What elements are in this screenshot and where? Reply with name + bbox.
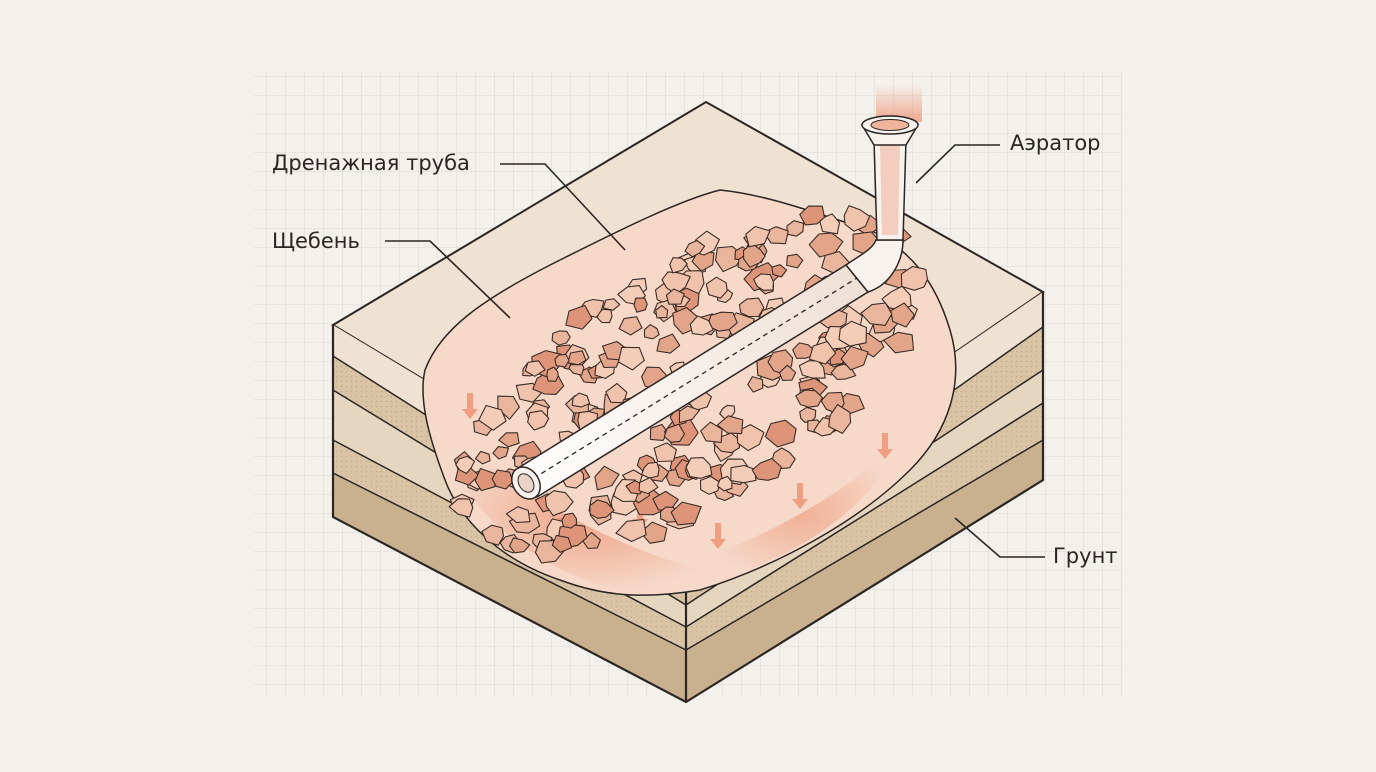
gravel-stone xyxy=(678,405,701,424)
gravel-stone xyxy=(883,331,915,354)
gravel-stone xyxy=(617,346,645,371)
gravel-stone xyxy=(719,404,736,420)
gravel-stone xyxy=(795,389,824,408)
gravel-stone xyxy=(730,464,757,484)
label-soil: Грунт xyxy=(1053,544,1118,568)
gravel-stone xyxy=(670,501,702,526)
gravel-stone xyxy=(544,490,574,517)
gravel-stone xyxy=(843,205,871,232)
gravel-stone xyxy=(665,288,685,305)
gravel-stone xyxy=(764,419,797,448)
gravel-stone xyxy=(716,475,733,492)
gravel-stone xyxy=(491,469,514,490)
gravel-stone xyxy=(808,232,844,258)
label-drain-pipe: Дренажная труба xyxy=(272,151,470,175)
gravel-stone xyxy=(669,257,688,274)
gravel-stone xyxy=(840,345,869,371)
gravel-stone xyxy=(653,442,677,463)
gravel-stone xyxy=(641,461,660,479)
gravel-stone xyxy=(474,467,497,492)
gravel-stone xyxy=(691,249,715,272)
gravel-stone xyxy=(890,302,915,328)
gravel-stone xyxy=(615,518,647,543)
gravel-stone xyxy=(498,432,520,448)
gravel-stone xyxy=(656,333,681,354)
gravel-stone xyxy=(455,455,476,475)
gravel-stone xyxy=(448,498,474,518)
gravel-stone xyxy=(633,297,648,313)
gravel-stone xyxy=(700,421,723,443)
gravel-stone xyxy=(551,330,571,346)
gravel-stone xyxy=(638,476,659,495)
label-gravel: Щебень xyxy=(272,229,360,253)
gravel-stone xyxy=(838,320,868,347)
drain-pipe xyxy=(511,239,904,500)
gravel-stone xyxy=(655,305,669,319)
gravel-stone xyxy=(753,273,774,291)
gravel-stone xyxy=(828,404,852,434)
gravel-stone xyxy=(649,423,669,441)
gravel-stone xyxy=(689,315,714,336)
gravel-stone xyxy=(565,304,593,330)
gravel-stone xyxy=(808,340,837,365)
gravel-stone xyxy=(567,350,587,366)
gravel-stone xyxy=(546,366,559,382)
gravel-stone xyxy=(527,410,550,431)
down-arrow-icon xyxy=(792,483,808,509)
aerator xyxy=(860,84,922,241)
down-arrow-icon xyxy=(462,393,478,419)
gravel-stone xyxy=(860,302,893,326)
gravel-stone xyxy=(582,532,601,550)
leader-lines xyxy=(385,144,1045,558)
leader-aerator xyxy=(915,144,1000,184)
gravel-stone xyxy=(818,213,841,235)
gravel-stone xyxy=(778,364,797,381)
gravel-stone xyxy=(505,506,531,524)
gravel-stone xyxy=(705,276,728,299)
down-arrow-icon xyxy=(877,433,893,459)
gravel-stone xyxy=(602,298,621,311)
gravel-stone xyxy=(509,537,531,554)
gravel-stone xyxy=(751,457,782,481)
gravel-stone xyxy=(713,432,741,454)
down-arrow-icon xyxy=(710,523,726,549)
gravel-stone xyxy=(685,457,713,479)
gravel-stone xyxy=(524,360,546,377)
leader-gravel xyxy=(385,240,511,319)
gravel-stone xyxy=(663,423,685,443)
gravel-stone xyxy=(799,406,817,423)
gravel-stone xyxy=(684,239,706,258)
gravel-stone xyxy=(786,253,804,269)
gravel-stone xyxy=(716,415,744,435)
gravel-stones xyxy=(448,205,929,564)
gravel-stone xyxy=(643,324,660,340)
gravel-stone xyxy=(771,264,788,278)
gravel-stone xyxy=(618,316,643,336)
gravel-stone xyxy=(799,205,825,226)
gravel-stone xyxy=(571,392,591,408)
gravel-stone xyxy=(707,311,738,332)
gravel-stone xyxy=(561,512,578,529)
gravel-stone xyxy=(747,376,764,393)
gravel-stone xyxy=(589,499,615,519)
gravel-stone xyxy=(597,308,613,324)
gravel-stone xyxy=(478,404,507,431)
label-aerator: Аэратор xyxy=(1010,131,1101,155)
leader-soil xyxy=(954,517,1045,558)
gravel-stone xyxy=(900,265,929,291)
gravel-stone xyxy=(594,465,620,491)
gravel-stone xyxy=(492,446,510,460)
gravel-stone xyxy=(652,490,679,511)
leader-drain-pipe xyxy=(500,163,626,251)
gravel-stone xyxy=(481,524,505,546)
gravel-stone xyxy=(736,424,765,452)
gravel-stone xyxy=(474,450,491,465)
gravel-stone xyxy=(745,225,771,248)
gravel-stone xyxy=(554,353,570,368)
gravel-stone xyxy=(551,534,573,553)
gravel-stone xyxy=(738,297,765,318)
